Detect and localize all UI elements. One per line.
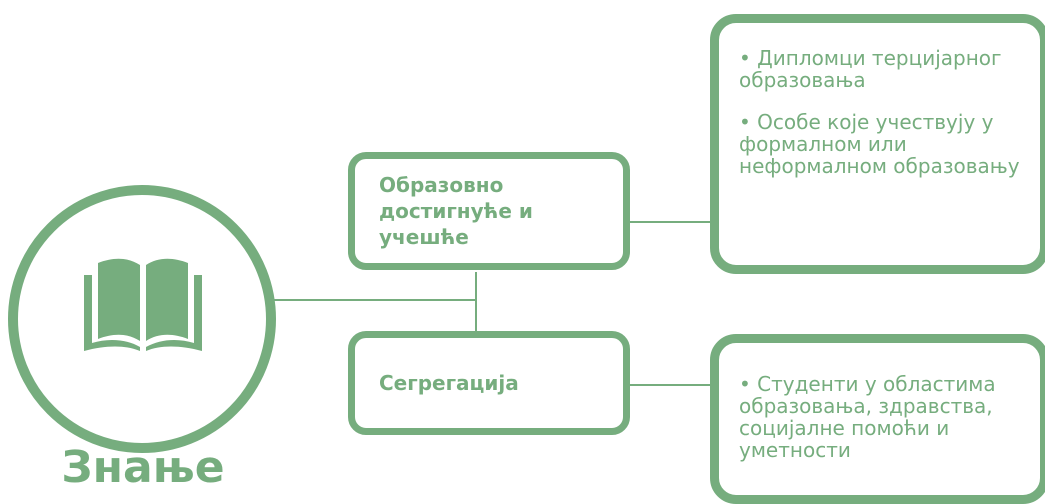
category-box-segregation: Сегрегација	[348, 331, 630, 435]
detail-item: • Особе које учествују у формалном или н…	[739, 110, 1020, 178]
main-title: Знање	[61, 442, 225, 493]
detail-box-segregation: • Студенти у областима образовања, здрав…	[710, 334, 1045, 504]
category-label: Сегрегација	[379, 371, 519, 395]
open-book-icon	[84, 258, 202, 351]
category-box-education: Образовно достигнуће и учешће	[348, 152, 630, 270]
detail-item: • Студенти у областима образовања, здрав…	[739, 372, 996, 462]
detail-box-education: • Дипломци терцијарног образовања • Особ…	[710, 14, 1045, 274]
detail-item: • Дипломци терцијарног образовања	[739, 46, 1002, 92]
category-label: Образовно достигнуће и учешће	[379, 173, 533, 249]
knowledge-circle	[8, 185, 276, 453]
